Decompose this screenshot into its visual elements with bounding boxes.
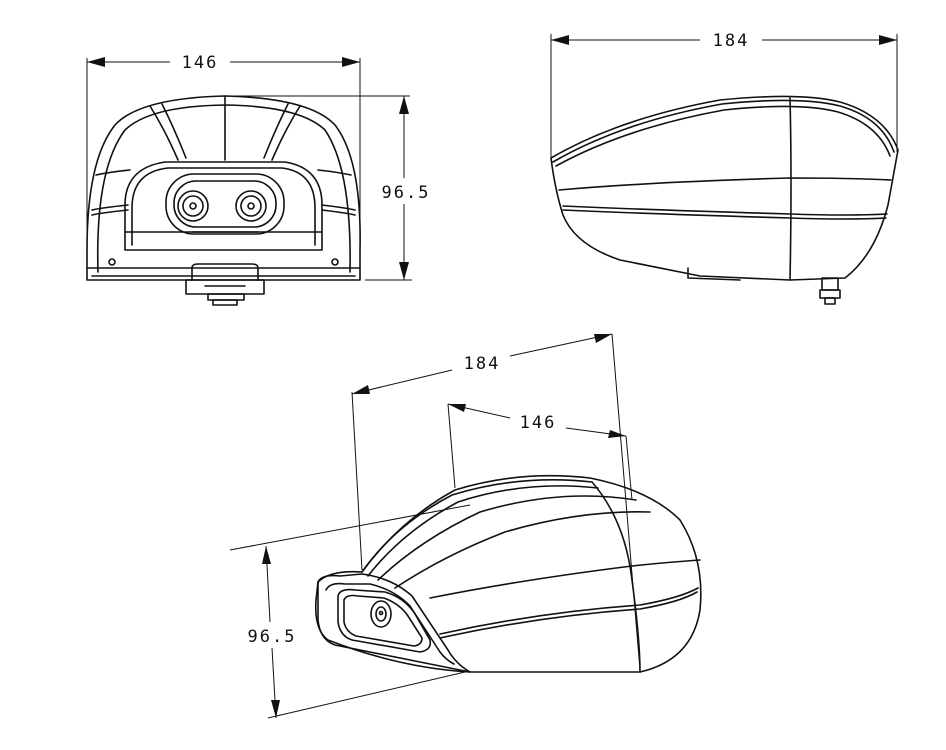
iso-length-label: 184 bbox=[464, 354, 501, 374]
iso-height-label: 96.5 bbox=[248, 627, 297, 647]
front-view bbox=[86, 58, 412, 306]
front-height-label: 96.5 bbox=[382, 183, 431, 203]
dimension-side-length: 184 bbox=[551, 28, 897, 51]
isometric-view bbox=[229, 333, 702, 719]
side-view bbox=[550, 34, 899, 305]
dimension-iso-height: 96.5 bbox=[244, 545, 300, 719]
dimension-iso-width: 146 bbox=[447, 403, 627, 438]
dimension-iso-length: 184 bbox=[351, 333, 613, 395]
front-width-label: 146 bbox=[182, 53, 219, 73]
side-length-label: 184 bbox=[713, 31, 750, 51]
iso-width-label: 146 bbox=[520, 413, 557, 433]
dimension-front-height: 96.5 bbox=[378, 96, 434, 280]
dimension-front-width: 146 bbox=[87, 50, 360, 73]
